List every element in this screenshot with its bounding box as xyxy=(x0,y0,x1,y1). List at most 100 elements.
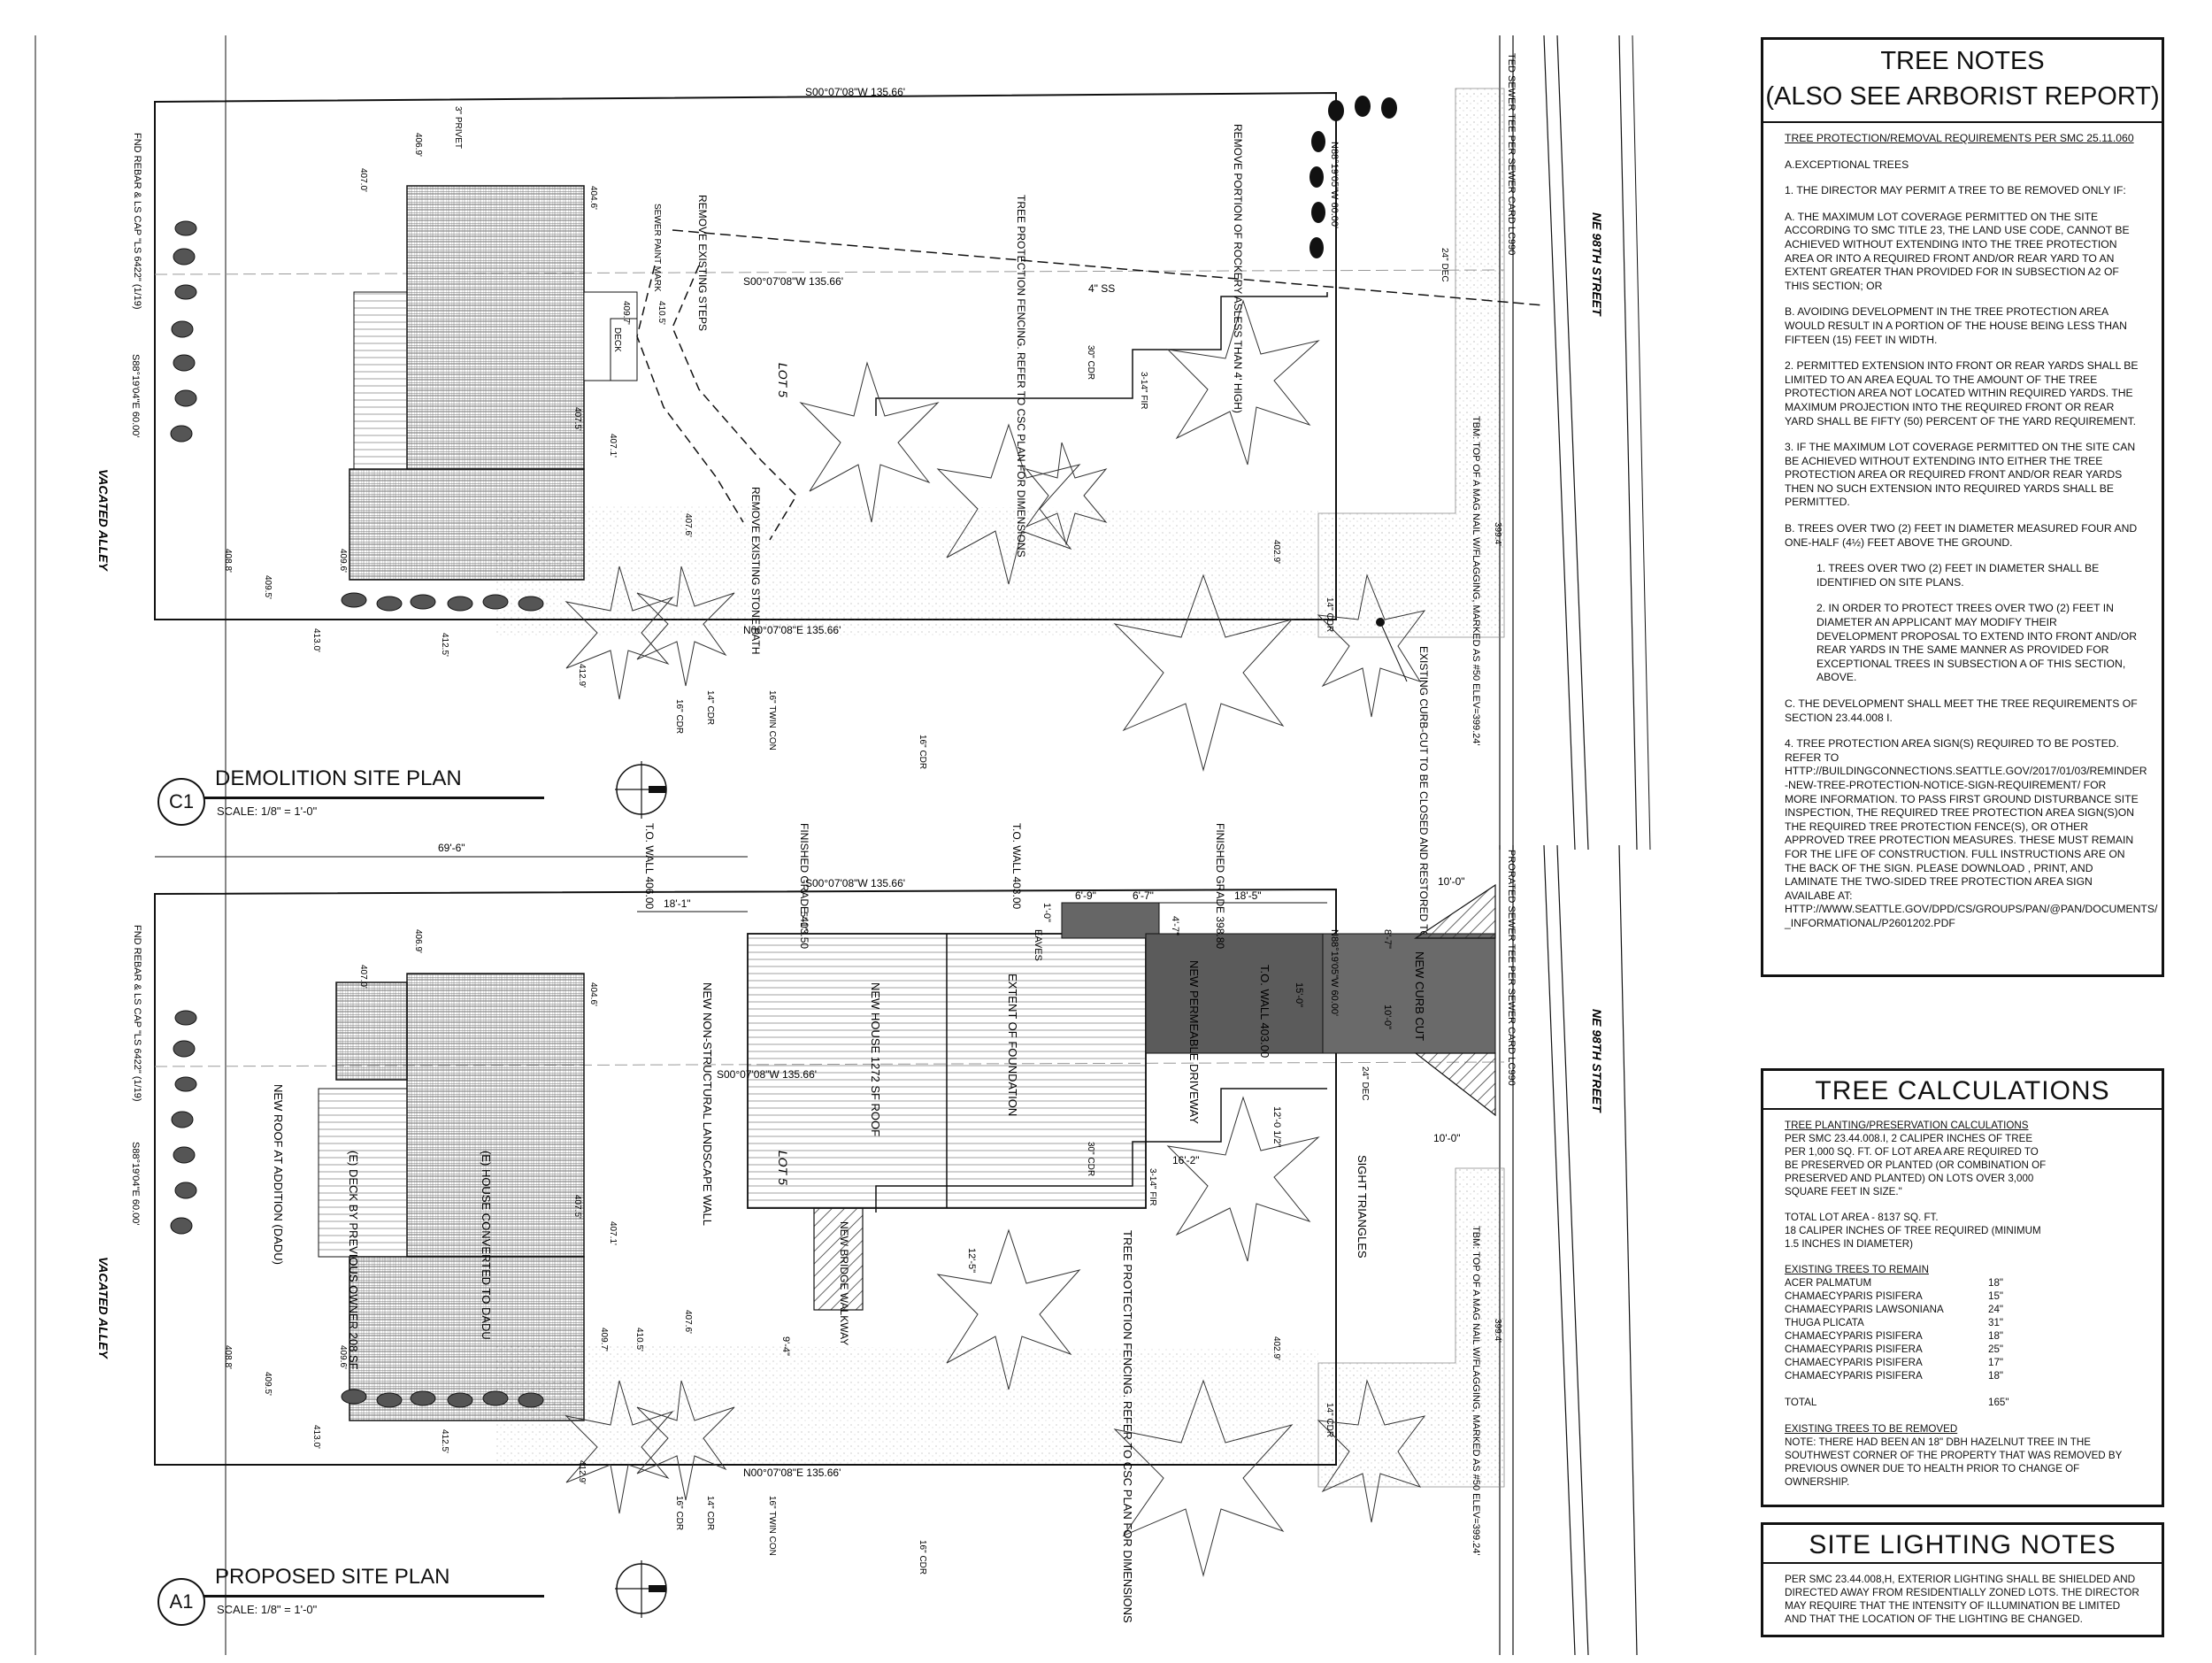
prop-to-wall-drive: T.O. WALL 403.00 xyxy=(1258,965,1271,1058)
demo-elev-11: 413.0' xyxy=(311,628,321,652)
tree-size: 31" xyxy=(1988,1317,2004,1328)
demolition-plan: S00°07'08"W 135.66' S00°07'08"W 135.66' … xyxy=(35,35,1651,1039)
prop-tree-label-6: 14" CDR xyxy=(705,1496,715,1530)
tree-calc-lot-area: TOTAL LOT AREA - 8137 SQ. FT. xyxy=(1785,1212,1939,1223)
tree-name: ACER PALMATUM xyxy=(1785,1277,1872,1289)
prop-bearing-top: S00°07'08"W 135.66' xyxy=(805,877,905,889)
rockery-stones-prop xyxy=(170,1010,544,1408)
prop-dim-10-0a: 10'-0" xyxy=(1438,875,1465,888)
tree-calc-title: TREE CALCULATIONS xyxy=(1763,1071,2162,1110)
prop-plan-id: A1 xyxy=(157,1578,205,1626)
prop-elev-15: 402.9' xyxy=(1271,1336,1281,1360)
tree-name: CHAMAECYPARIS PISIFERA xyxy=(1785,1357,1923,1368)
site-plans-drawing: S00°07'08"W 135.66' S00°07'08"W 135.66' … xyxy=(35,35,1651,1656)
demo-fnd-rebar: FND REBAR & LS CAP "LS 6422" (1/19) xyxy=(132,133,142,310)
demo-elev-3: 409.7' xyxy=(621,301,631,325)
prop-grade-398: FINISHED GRADE 398.80 xyxy=(1214,823,1226,949)
prop-dim-18-5: 18'-5" xyxy=(1234,889,1262,902)
prop-dim-4-7: 4'-7" xyxy=(1170,916,1180,935)
prop-eaves: EAVES xyxy=(1033,929,1043,961)
prop-fnd-rebar: FND REBAR & LS CAP "LS 6422" (1/19) xyxy=(132,925,142,1102)
prop-dim-9-4: 9'-4" xyxy=(780,1336,791,1356)
demo-tree-label-5: 16" CDR xyxy=(674,699,684,734)
prop-dim-5-1: 5'-1" xyxy=(798,912,809,931)
tree-calc-panel: TREE CALCULATIONS TREE PLANTING/PRESERVA… xyxy=(1761,1068,2164,1507)
prop-tree-label-3: 24" DEC xyxy=(1360,1066,1370,1101)
prop-curb-cut: NEW CURB CUT xyxy=(1413,951,1426,1041)
tree-notes-para-1a: A. THE MAXIMUM LOT COVERAGE PERMITTED ON… xyxy=(1785,210,2130,292)
demo-elev-8: 409.6' xyxy=(338,549,348,573)
prop-sewer-card: PRORATED SEWER TEE PER SEWER CARD LC990 xyxy=(1506,850,1517,1086)
prop-tbm: TBM: TOP OF A MAG NAIL W/FLAGGING, MARKE… xyxy=(1471,1226,1481,1555)
prop-dim-12-0: 12'-0 1/2" xyxy=(1271,1106,1282,1147)
demo-elev-9: 408.8' xyxy=(223,549,233,573)
tree-notes-title: TREE NOTES (ALSO SEE ARBORIST REPORT) xyxy=(1763,40,2162,114)
demo-left-bearing: S88°19'04"E 60.00' xyxy=(130,354,141,437)
prop-elev-1: 407.0' xyxy=(358,965,368,989)
prop-dim-16-2: 16'-2" xyxy=(1172,1154,1200,1166)
prop-to-wall-406: T.O. WALL 406.00 xyxy=(643,823,656,909)
prop-elev-13: 412.9' xyxy=(577,1460,587,1484)
lighting-body: PER SMC 23.44.008,H, EXTERIOR LIGHTING S… xyxy=(1785,1573,2139,1625)
rockery-stones-right xyxy=(1310,96,1397,258)
prop-dim-overall: 69'-6" xyxy=(438,842,465,854)
proposed-plan: 69'-6" 18'-1" 6'-9" 6'-7" 18'-5" 10'-0" … xyxy=(35,823,1638,1656)
demo-elev-6: 407.5' xyxy=(572,407,582,431)
prop-bearing-right: N88°19'05"W 60.00' xyxy=(1329,929,1340,1016)
tree-notes-para-4: 4. TREE PROTECTION AREA SIGN(S) REQUIRED… xyxy=(1785,737,2158,929)
demo-bearing-mid: S00°07'08"W 135.66' xyxy=(743,275,843,288)
demo-tbm: TBM: TOP OF A MAG NAIL W/FLAGGING, MARKE… xyxy=(1471,416,1481,745)
prop-tree-label-2: 3-14" FIR xyxy=(1148,1168,1157,1205)
prop-landscape-wall: NEW NON-STRUCTURAL LANDSCAPE WALL xyxy=(701,982,714,1226)
tree-calc-heading: TREE PLANTING/PRESERVATION CALCULATIONS xyxy=(1785,1120,2029,1131)
prop-dim-10-0b: 10'-0" xyxy=(1433,1132,1461,1144)
prop-elev-8: 409.6' xyxy=(338,1345,348,1369)
tree-size: 18" xyxy=(1988,1277,2004,1289)
tree-notes-para-1: 1. THE DIRECTOR MAY PERMIT A TREE TO BE … xyxy=(1785,184,2126,197)
prop-elev-7: 407.1' xyxy=(608,1221,618,1245)
demo-bearing-bottom: N00°07'08"E 135.66' xyxy=(743,624,841,636)
demo-tree-label-2: 3-14" FIR xyxy=(1139,372,1148,409)
prop-sight: SIGHT TRIANGLES xyxy=(1356,1155,1369,1259)
tree-name: CHAMAECYPARIS PISIFERA xyxy=(1785,1370,1923,1382)
prop-new-house: NEW HOUSE 1272 SF ROOF xyxy=(869,982,882,1136)
demo-title-underline xyxy=(204,797,544,799)
demo-elev-14: 407.6' xyxy=(683,513,693,537)
tree-size: 24" xyxy=(1988,1304,2004,1315)
prop-fencing: TREE PROTECTION FENCING. REFER TO CSC PL… xyxy=(1121,1230,1134,1623)
prop-tree-label-8: 16" CDR xyxy=(918,1540,927,1574)
prop-alley: VACATED ALLEY xyxy=(96,1257,111,1360)
prop-dim-12-5: 12'-5" xyxy=(966,1248,977,1273)
demo-note-fencing: TREE PROTECTION FENCING. REFER TO CSC PL… xyxy=(1015,195,1027,558)
tree-notes-title-line2: (ALSO SEE ARBORIST REPORT) xyxy=(1765,82,2160,111)
tree-name: CHAMAECYPARIS LAWSONIANA xyxy=(1785,1304,1944,1315)
tree-name: THUGA PLICATA xyxy=(1785,1317,1864,1328)
tree-size: 15" xyxy=(1988,1290,2004,1302)
prop-grade-403: FINISHED GRADE 403.50 xyxy=(798,823,810,949)
tree-row: THUGA PLICATA 31" xyxy=(1785,1316,2050,1329)
demo-elev-4: 410.5' xyxy=(657,301,666,325)
demo-plan-title: DEMOLITION SITE PLAN xyxy=(215,766,462,790)
demo-plan-id: C1 xyxy=(157,778,205,826)
prop-bearing-bottom: N00°07'08"E 135.66' xyxy=(743,1467,841,1479)
tree-name: CHAMAECYPARIS PISIFERA xyxy=(1785,1330,1923,1342)
demo-street: NE 98TH STREET xyxy=(1590,212,1604,317)
tree-total-label: TOTAL xyxy=(1785,1397,1817,1408)
prop-elev-14: 407.6' xyxy=(683,1310,693,1334)
tree-calc-remain-heading: EXISTING TREES TO REMAIN xyxy=(1785,1264,1929,1275)
demo-tree-label-1: 30" CDR xyxy=(1086,345,1095,380)
prop-title-underline xyxy=(204,1595,544,1598)
demo-elev-7: 407.1' xyxy=(608,434,618,458)
prop-lot: LOT 5 xyxy=(776,1151,790,1185)
lighting-panel: SITE LIGHTING NOTES PER SMC 23.44.008,H,… xyxy=(1761,1522,2164,1637)
tree-symbols-prop xyxy=(565,1096,1426,1577)
demo-elev-5: 406.9' xyxy=(413,133,423,157)
demo-deck: DECK xyxy=(612,327,622,352)
tree-size: 18" xyxy=(1988,1370,2004,1382)
prop-house-dadu: (E) HOUSE CONVERTED TO DADU xyxy=(480,1151,493,1340)
prop-elev-4: 410.5' xyxy=(634,1328,644,1351)
demo-note-rockery: REMOVE PORTION OF ROCKERY ASLESS THAN 4'… xyxy=(1232,124,1244,413)
